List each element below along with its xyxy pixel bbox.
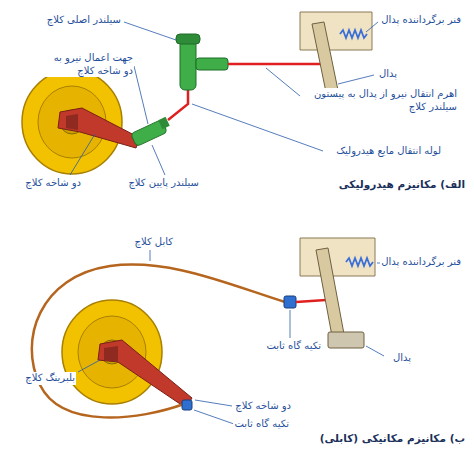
cable-anchor [182, 296, 296, 410]
part-label: سیلندر اصلی کلاچ [46, 14, 122, 27]
part-label: دو شاخه کلاچ [24, 177, 82, 190]
clutch-cable [32, 265, 285, 418]
part-label: کابل کلاچ [133, 236, 174, 249]
part-label: لوله انتقال مایع هیدرولیک [335, 145, 442, 158]
hydraulic-pipe [168, 88, 188, 120]
leader-lines [78, 250, 384, 424]
part-label: تکیه گاه ثابت [265, 340, 322, 353]
master-cylinder [176, 34, 228, 90]
part-label: بلبرینگ کلاچ [24, 372, 76, 385]
figure-caption: ب) مکانیزم مکانیکی (کابلی) [319, 432, 466, 445]
part-label: سیلندر پایین کلاچ [127, 177, 200, 190]
part-label: فنر برگرداننده پدال [380, 256, 462, 269]
part-label: دو شاخه کلاچ [234, 400, 292, 413]
part-label: فنر برگرداننده پدال [380, 14, 462, 27]
part-label: پدال [392, 352, 412, 365]
part-label: جهت اعمال نیرو به دو شاخه کلاچ [44, 52, 134, 77]
push-rod [228, 63, 322, 66]
clutch-disc [62, 300, 162, 404]
pedal-cable-link [296, 300, 326, 302]
pedal-assembly [300, 238, 375, 348]
part-label: اهرم انتقال نیرو از پدال به پیستون سیلند… [300, 88, 458, 113]
clutch-fork [58, 108, 140, 148]
part-label: تکیه گاه ثابت [233, 418, 290, 431]
slave-cylinder [131, 117, 170, 147]
clutch-fork [98, 340, 192, 408]
figure-caption: الف) مکانیزم هیدرولیکی [338, 178, 466, 191]
part-label: پدال [378, 68, 398, 81]
